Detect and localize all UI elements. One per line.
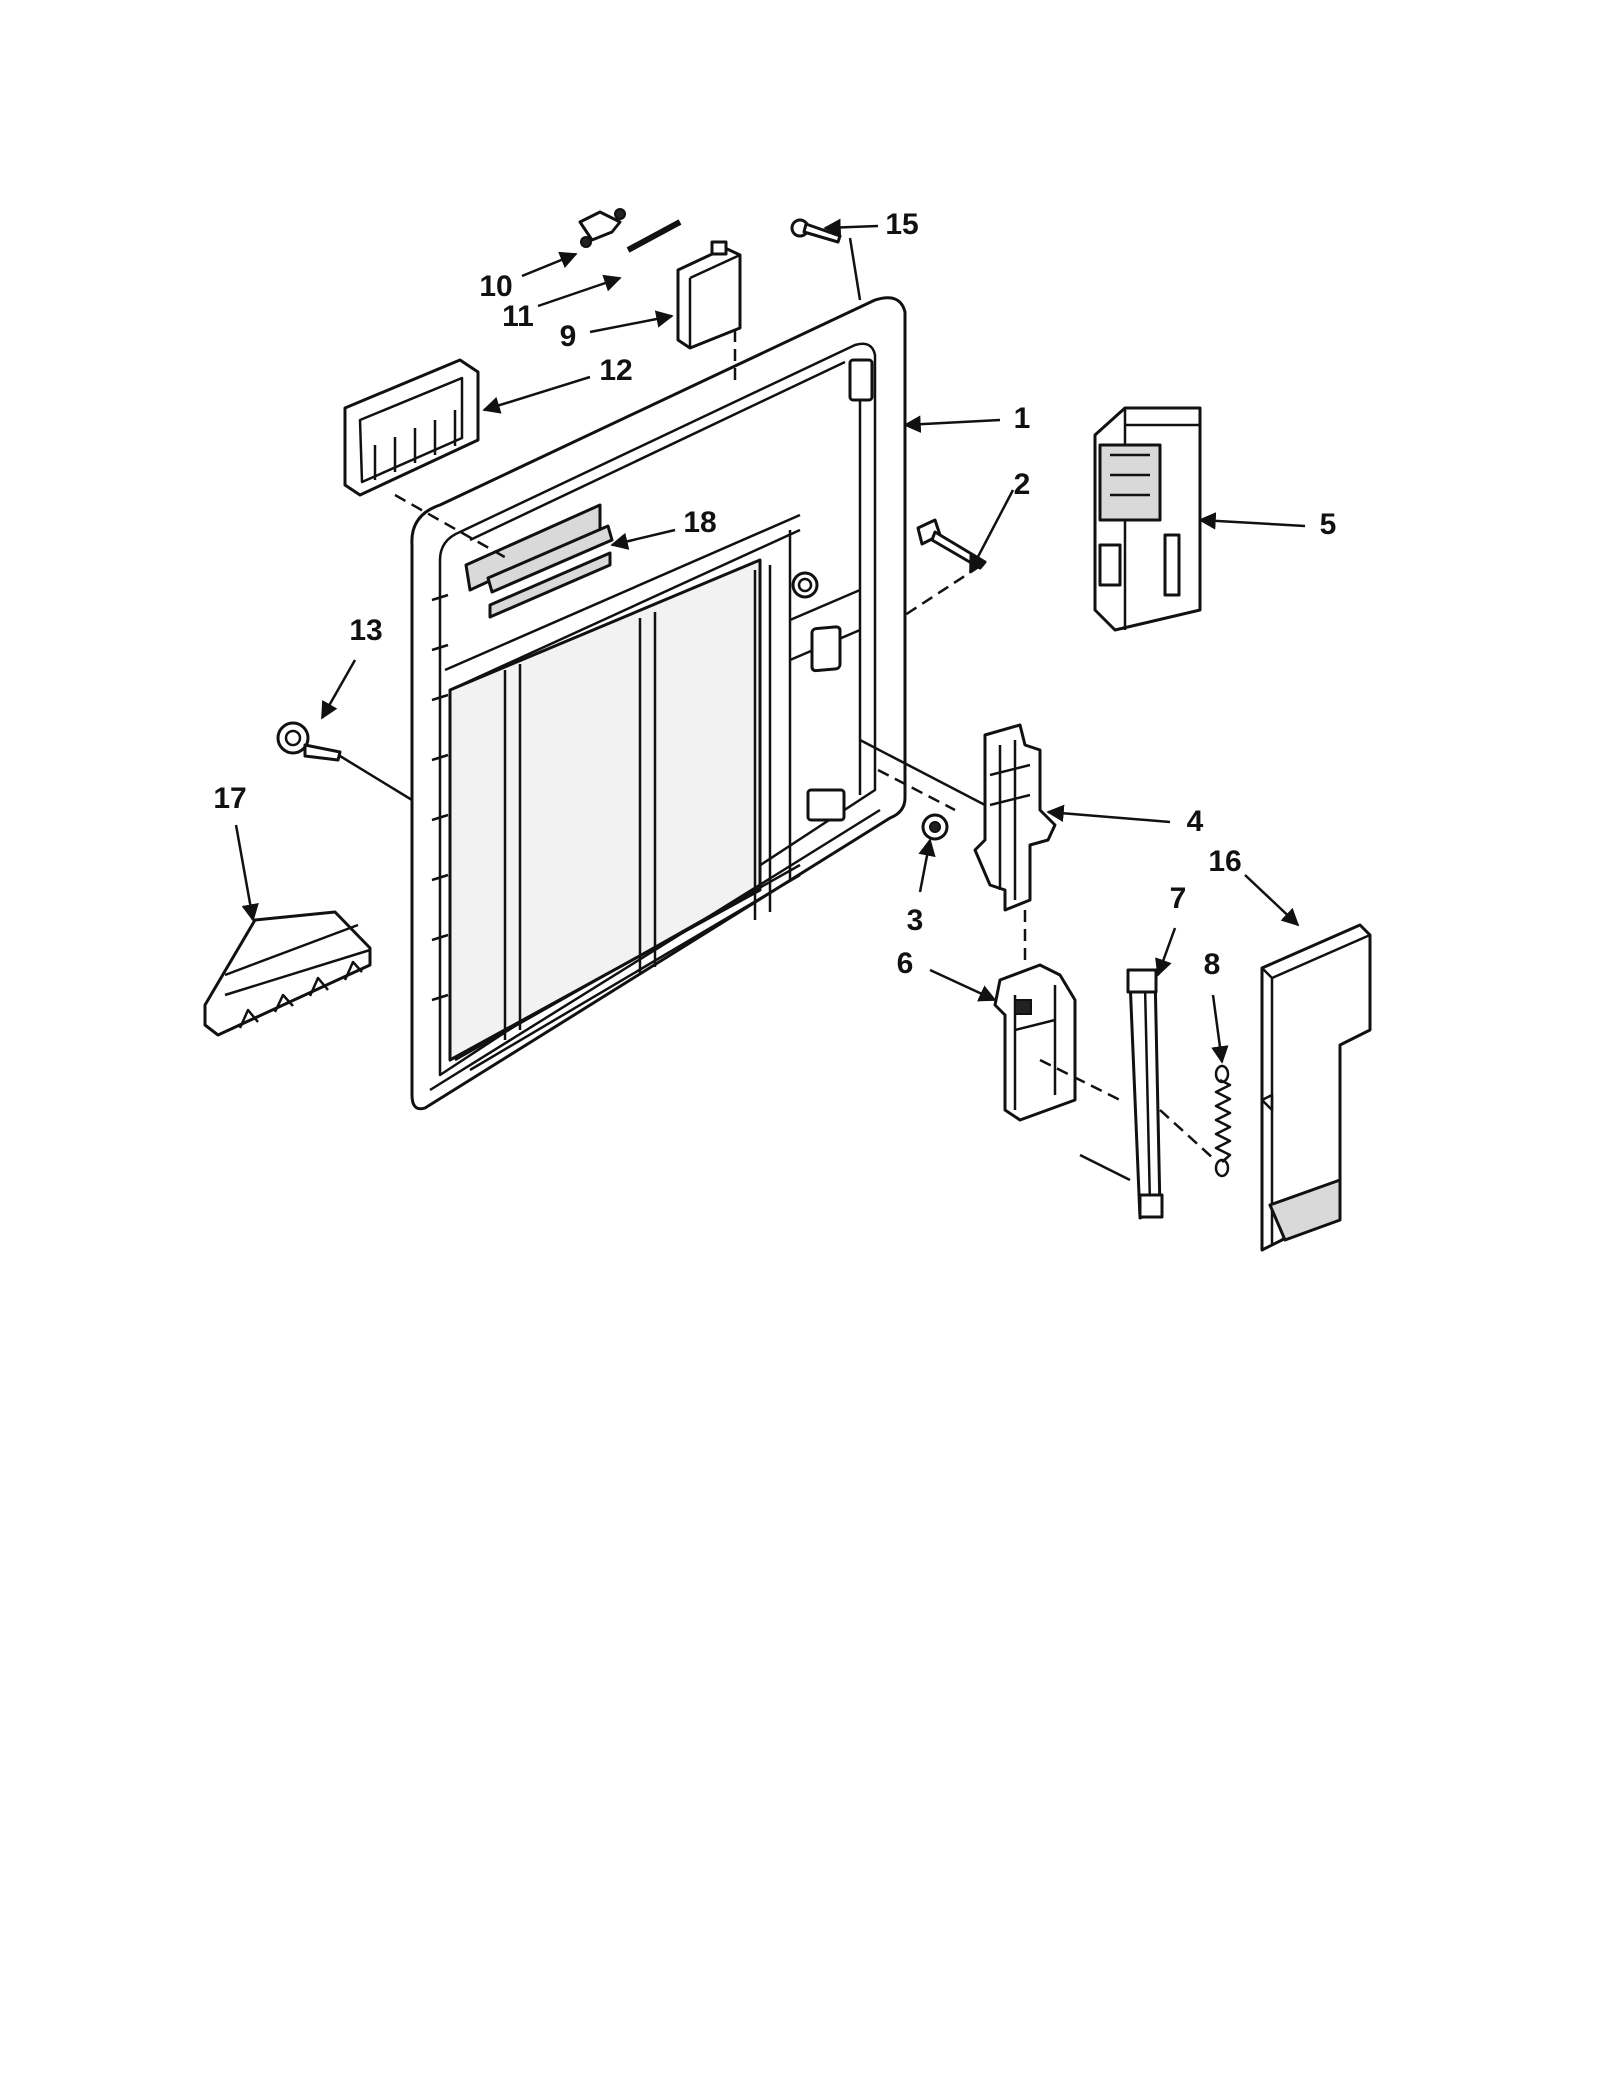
alignment-line [1079, 1153, 1131, 1182]
callout-5: 5 [1320, 508, 1337, 541]
callout-17: 17 [213, 782, 246, 815]
callout-15: 15 [885, 208, 918, 241]
callout-labels: 1 2 3 4 5 6 7 8 9 10 11 12 13 15 16 17 1… [213, 208, 1336, 981]
callout-11: 11 [502, 300, 534, 333]
part-11-rod [626, 219, 682, 253]
part-3-nut [921, 813, 949, 841]
callout-12: 12 [599, 354, 632, 387]
part-12-handle-bracket [343, 358, 511, 562]
callout-4: 4 [1187, 805, 1204, 838]
callout-6: 6 [897, 947, 914, 980]
leader-arrows [234, 218, 1306, 1064]
part-7-slider-rod [1126, 968, 1164, 1220]
part-8-spring [1159, 1064, 1232, 1178]
callout-8: 8 [1204, 948, 1221, 981]
callout-18: 18 [683, 506, 716, 539]
part-6-latch-base [993, 963, 1121, 1122]
callout-10: 10 [479, 270, 512, 303]
part-4-latch-bracket [859, 723, 1057, 960]
callout-9: 9 [560, 320, 577, 353]
callout-16: 16 [1208, 845, 1241, 878]
callout-13: 13 [349, 614, 382, 647]
part-1-inner-door-panel [410, 296, 907, 1111]
part-10-clip [578, 208, 626, 248]
part-13-knob [276, 721, 413, 802]
part-5-switch-housing [1093, 406, 1202, 632]
part-15-screw [790, 218, 862, 301]
callout-3: 3 [907, 904, 924, 937]
alignment-line [877, 768, 956, 812]
callout-2: 2 [1014, 468, 1031, 501]
callout-1: 1 [1014, 402, 1031, 435]
callout-7: 7 [1170, 882, 1187, 915]
part-17-handle [203, 910, 372, 1037]
part-9-cover-plate [676, 240, 742, 380]
part-16-side-panel [1260, 923, 1372, 1252]
